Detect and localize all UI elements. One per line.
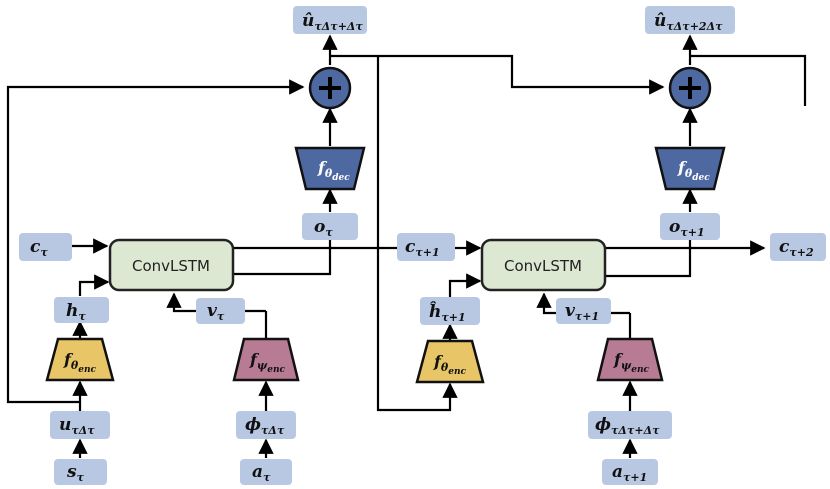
label-box-s-tau: [54, 459, 107, 485]
label-h-tau: hτ: [66, 301, 86, 323]
label-c-tau2: cτ+2: [779, 237, 814, 259]
label-s-tau: sτ: [66, 462, 85, 484]
convlstm-1-label: ConvLSTM: [132, 257, 210, 275]
label-box-uhat-2: [645, 6, 735, 34]
plus-node-1: [308, 66, 352, 110]
arrow-uhat1-to-enc2: [376, 56, 458, 412]
label-a-tau: aτ: [252, 462, 271, 484]
line-uhat2-continue: [690, 54, 807, 106]
label-box-c-tau: [19, 233, 72, 261]
label-uhat-2: ûτΔτ+2Δτ: [654, 11, 723, 33]
svg-text:fθdec: fθdec: [317, 158, 350, 183]
label-o-tau1: oτ+1: [669, 217, 705, 239]
arrow-skip-to-plus1: [6, 79, 305, 404]
convlstm-block-1: ConvLSTM: [108, 238, 235, 292]
label-phi-tau: ϕτΔτ: [245, 415, 285, 437]
label-u-tau: uτΔτ: [59, 415, 95, 437]
label-c-tau1: cτ+1: [405, 237, 440, 259]
label-o-tau: oτ: [314, 217, 333, 239]
label-box-c-tau2: [770, 233, 826, 261]
arrow-v-to-convlstm1: [166, 292, 196, 313]
encoder-theta-module-1: fθenc: [45, 337, 115, 382]
label-phi-tau1: ϕτΔτ+Δτ: [595, 415, 660, 437]
decoder-module-2: fθdec: [654, 146, 726, 191]
label-c-tau: cτ: [30, 237, 48, 259]
convlstm-block-2: ConvLSTM: [480, 238, 607, 292]
label-uhat-1: ûτΔτ+Δτ: [302, 11, 363, 33]
arrow-h-to-convlstm1: [78, 274, 110, 296]
line-hidden2-to-o: [605, 240, 692, 278]
arrow-uhat1-to-plus2: [330, 54, 665, 95]
label-box-a-tau1: [602, 459, 658, 485]
arrow-h2-to-convlstm2: [448, 273, 482, 297]
label-box-h-tau: [54, 297, 109, 323]
svg-text:fθenc: fθenc: [63, 350, 97, 375]
label-box-h-hat-tau1: [420, 297, 480, 325]
label-h-hat-tau1: ĥτ+1: [429, 301, 466, 324]
encoder-psi-module-1: fψenc: [232, 337, 300, 382]
encoder-theta-module-2: fθenc: [415, 339, 485, 384]
label-box-uhat-1: [293, 6, 367, 34]
label-v-tau1: vτ+1: [565, 301, 599, 323]
encoder-psi-module-2: fψenc: [596, 337, 664, 382]
svg-text:fψenc: fψenc: [249, 350, 286, 375]
label-box-a-tau: [240, 459, 292, 485]
svg-text:fψenc: fψenc: [613, 350, 650, 375]
convlstm-2-label: ConvLSTM: [504, 257, 582, 275]
arrow-v2-to-convlstm2: [536, 292, 556, 315]
label-box-v-tau: [196, 298, 245, 324]
plus-node-2: [668, 66, 712, 110]
svg-text:fθenc: fθenc: [433, 352, 467, 377]
label-box-phi-tau1: [588, 411, 672, 439]
label-box-c-tau1: [397, 233, 455, 261]
svg-text:fθdec: fθdec: [677, 158, 710, 183]
label-box-phi-tau: [236, 411, 296, 439]
label-box-o-tau: [302, 213, 358, 240]
label-box-o-tau1: [660, 213, 720, 240]
label-v-tau: vτ: [207, 301, 225, 323]
label-box-v-tau1: [556, 298, 611, 324]
label-a-tau1: aτ+1: [612, 462, 647, 484]
line-hidden-to-o: [233, 240, 332, 276]
connectors: [6, 34, 807, 458]
decoder-module-1: fθdec: [294, 146, 366, 191]
label-box-u-tau: [50, 411, 110, 439]
